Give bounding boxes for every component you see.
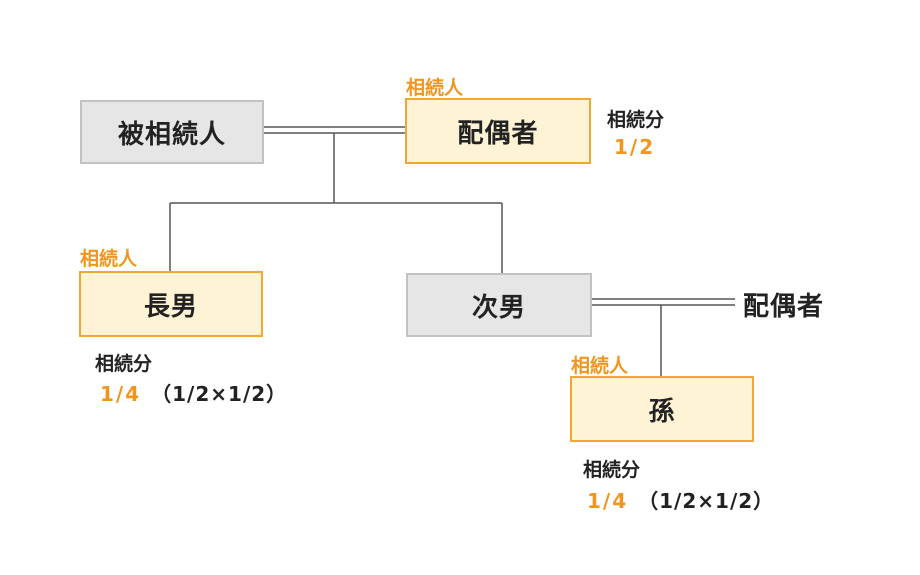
eldest-son-share: 1/4 （1/2×1/2）	[100, 378, 287, 407]
eldest-son-share-label: 相続分	[95, 353, 153, 375]
eldest-son-share-fraction: 1/4	[100, 382, 142, 406]
spouse-share-label: 相続分	[607, 109, 665, 131]
eldest-son-name: 長男	[143, 291, 198, 322]
spouse-share-fraction: 1/2	[614, 135, 656, 159]
grandchild-box: 孫	[570, 376, 754, 442]
eldest-son-share-calc: （1/2×1/2）	[151, 382, 288, 406]
grandchild-share-fraction: 1/4	[587, 489, 629, 513]
spouse-share: 1/2	[614, 135, 655, 159]
grandchild-share-label: 相続分	[583, 459, 641, 481]
spouse-name: 配偶者	[457, 118, 539, 149]
second-son-spouse-label: 配偶者	[743, 292, 825, 322]
spouse-box: 配偶者	[405, 98, 591, 164]
spouse-heir-tag: 相続人	[406, 77, 464, 99]
grandchild-heir-tag: 相続人	[571, 355, 629, 377]
second-son-name: 次男	[471, 292, 526, 323]
grandchild-name: 孫	[648, 396, 676, 427]
grandchild-share-calc: （1/2×1/2）	[638, 489, 775, 513]
second-son-box: 次男	[406, 273, 592, 337]
decedent-name: 被相続人	[117, 119, 226, 150]
decedent-box: 被相続人	[80, 100, 264, 164]
grandchild-share: 1/4 （1/2×1/2）	[587, 485, 774, 514]
eldest-son-heir-tag: 相続人	[80, 248, 138, 270]
eldest-son-box: 長男	[79, 271, 263, 337]
